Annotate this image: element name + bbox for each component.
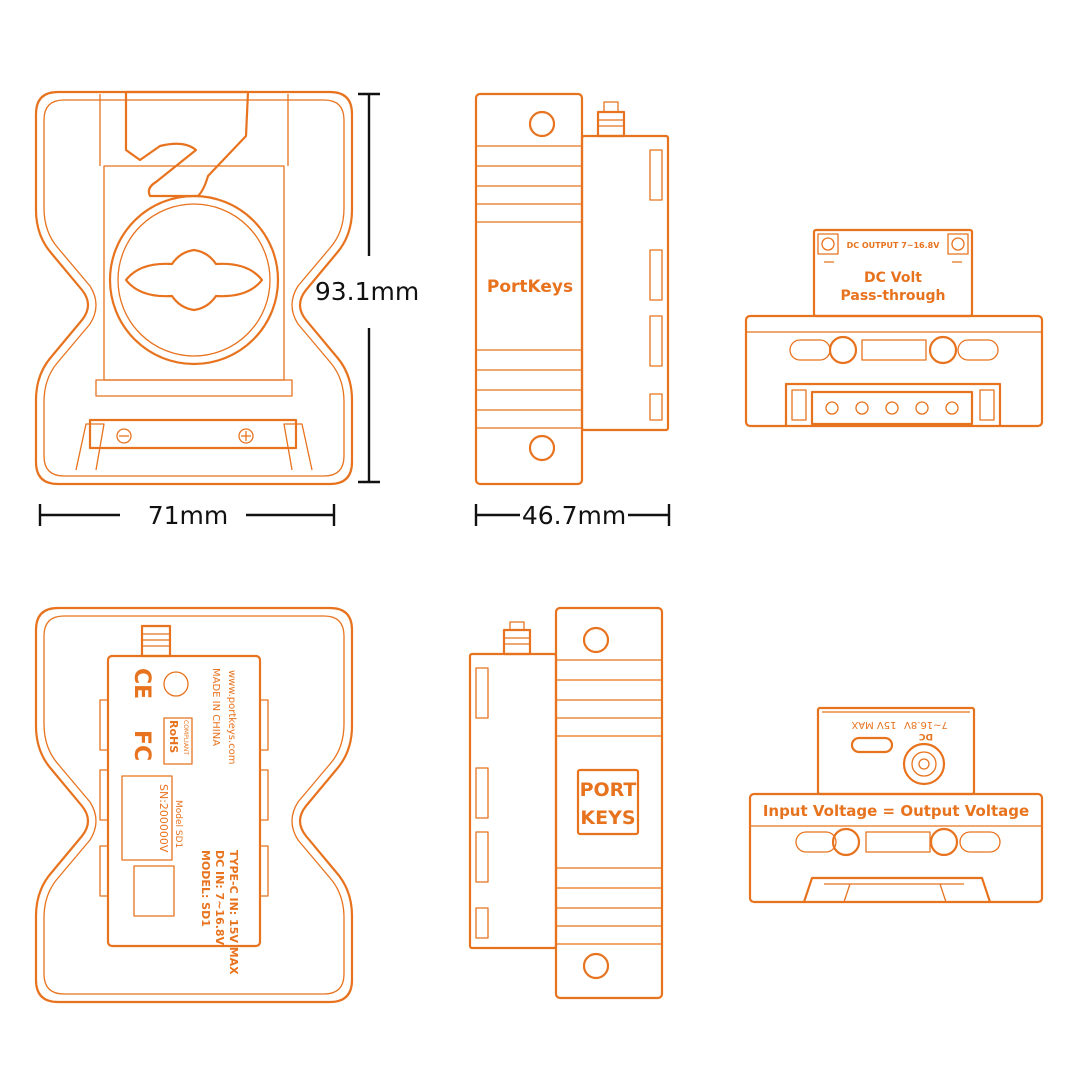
mirror-brand-port: PORT [580,779,637,801]
height-label: 93.1mm [315,277,419,306]
usb-max-label: 15V MAX [851,719,896,730]
pass-through-label: Pass-through [841,288,946,304]
front-view [34,90,354,486]
back-typec-line: TYPE-C IN: 15V MAX [227,850,240,975]
top-view: DC OUTPUT 7~16.8V DC Volt Pass-through [744,228,1044,428]
back-ce-mark: CE [129,668,154,699]
dc-range-label: 7~16.8V [904,719,948,730]
input-output-voltage-label: Input Voltage = Output Voltage [763,802,1029,820]
dc-output-label: DC OUTPUT 7~16.8V [847,241,941,250]
side-width-dimension: 46.7mm [474,501,671,530]
back-fc-mark: FC [129,730,154,761]
side-brand-logo: PortKeys [487,277,573,297]
dc-label: DC [919,731,933,741]
front-width-label: 71mm [148,501,229,530]
front-width-dimension: 71mm [38,501,336,530]
back-serial-text: SN:200000V [157,784,170,853]
back-dc-in-line: DC IN: 7~16.8V [213,850,226,946]
back-view: FC CE RoHS COMPLIANT SN:200000V Model SD… [34,606,354,1004]
back-model-line: MODEL: SD1 [199,850,212,927]
back-model-small-text: Model SD1 [173,800,183,848]
dc-volt-label: DC Volt [864,270,922,286]
back-website-text: www.portkeys.com [226,670,237,765]
mirror-brand-keys: KEYS [580,807,635,829]
bottom-view: 15V MAX 7~16.8V DC Input Voltage = Outpu… [748,706,1044,904]
back-rohs-mark: RoHS [167,720,180,753]
height-dimension: 93.1mm [315,92,419,484]
back-compliant-mark: COMPLIANT [182,720,189,755]
side-view: PortKeys [474,92,670,486]
side-width-label: 46.7mm [522,501,626,530]
back-made-in-china-text: MADE IN CHINA [210,668,221,746]
side-mirror-view: PORT KEYS [468,606,664,1000]
